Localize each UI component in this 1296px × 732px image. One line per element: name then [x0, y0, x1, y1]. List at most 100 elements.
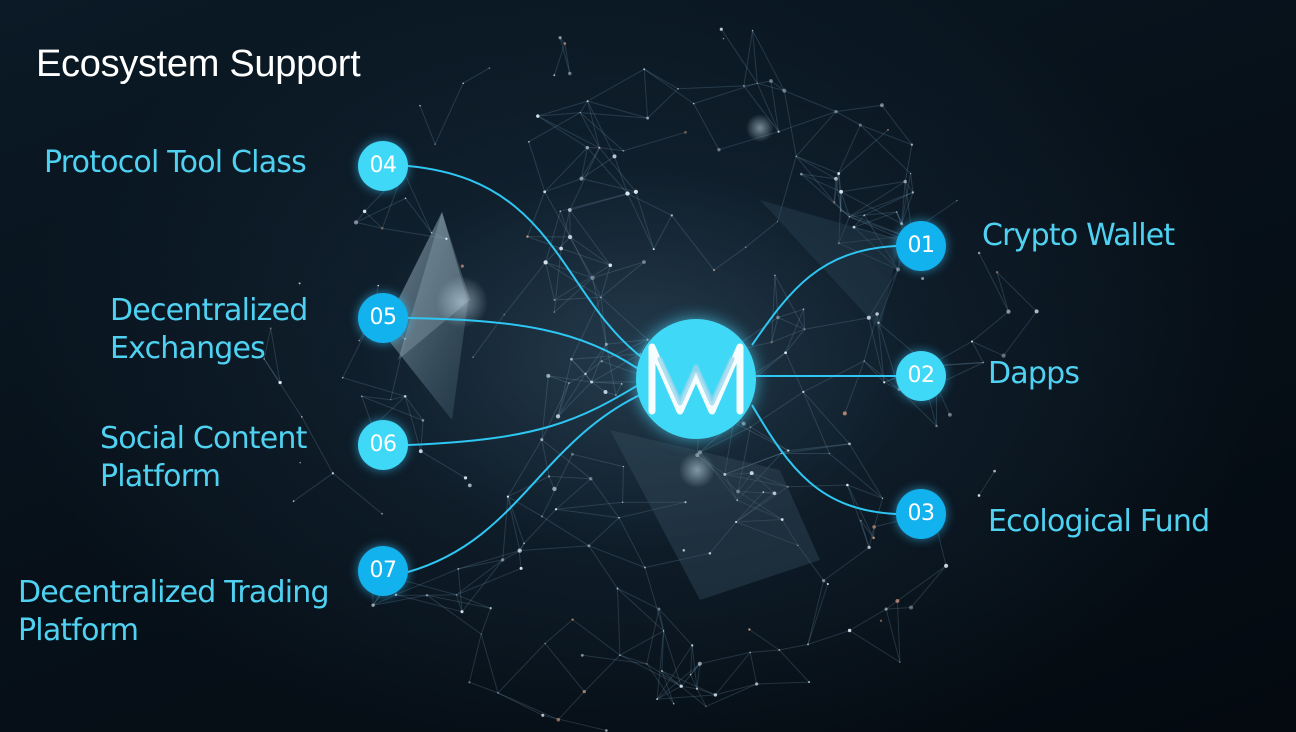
- mesh-line: [600, 261, 645, 298]
- mesh-line: [548, 375, 592, 383]
- mesh-line: [554, 264, 611, 301]
- star-dot: [956, 199, 958, 202]
- mesh-lines: [263, 28, 1038, 731]
- star-dot: [643, 566, 646, 569]
- star-dot: [769, 79, 773, 83]
- mesh-line: [788, 443, 850, 452]
- mesh-line: [507, 475, 550, 498]
- star-dot: [828, 452, 831, 455]
- star-dot: [590, 380, 594, 384]
- mesh-line: [661, 670, 716, 696]
- mesh-line: [571, 358, 586, 375]
- mesh-line: [472, 314, 505, 358]
- mesh-line: [627, 193, 673, 216]
- mesh-line: [661, 670, 707, 707]
- mesh-line: [849, 443, 884, 499]
- mesh-line: [777, 317, 805, 330]
- star-dot: [895, 598, 900, 603]
- mesh-line: [502, 496, 509, 560]
- mesh-line: [582, 654, 647, 665]
- mesh-line: [420, 420, 424, 452]
- mesh-line: [910, 565, 947, 608]
- star-dot: [875, 312, 879, 316]
- star-dot: [633, 189, 638, 194]
- mesh-line: [456, 559, 504, 596]
- mesh-line: [849, 181, 906, 218]
- mesh-line: [883, 381, 900, 390]
- mesh-line: [696, 688, 707, 707]
- mesh-line: [507, 496, 525, 544]
- mesh-line: [523, 508, 557, 544]
- star-dot: [619, 654, 621, 656]
- star-dot: [278, 380, 282, 385]
- mesh-line: [557, 382, 570, 417]
- node-label-social-content-platform: Social Content Platform: [100, 420, 307, 496]
- mesh-line: [971, 341, 984, 363]
- mesh-line: [853, 211, 897, 228]
- mesh-line: [777, 156, 797, 222]
- mesh-line: [833, 202, 850, 218]
- mesh-line: [774, 274, 805, 330]
- star-dot: [713, 693, 718, 697]
- mesh-line: [833, 178, 837, 203]
- mesh-line: [497, 692, 544, 716]
- mesh-line: [548, 476, 555, 490]
- star-dot: [834, 176, 838, 181]
- mesh-line: [544, 619, 573, 644]
- star-dot: [501, 558, 505, 562]
- mesh-line: [896, 600, 901, 663]
- link-hub-to-03: [751, 404, 897, 515]
- star-dot: [371, 603, 375, 607]
- mesh-line: [457, 568, 463, 612]
- star-dot: [780, 452, 782, 455]
- star-dot: [331, 472, 335, 475]
- star-dot: [553, 74, 556, 77]
- mesh-line: [656, 645, 693, 700]
- node-label-ecological-fund: Ecological Fund: [988, 503, 1210, 541]
- star-dot: [571, 618, 574, 621]
- mesh-line: [592, 261, 645, 279]
- node-label-protocol-tool-class: Protocol Tool Class: [44, 144, 307, 182]
- mesh-line: [619, 654, 682, 687]
- mesh-line: [751, 472, 788, 488]
- mesh-line: [752, 30, 785, 91]
- star-dot: [692, 102, 695, 105]
- mesh-line: [583, 654, 621, 692]
- mesh-line: [559, 211, 571, 238]
- mesh-line: [656, 663, 701, 700]
- star-dot: [802, 390, 805, 394]
- star-dot: [684, 501, 687, 504]
- star-dot: [679, 684, 683, 688]
- mesh-line: [801, 173, 836, 180]
- mesh-line: [263, 358, 281, 383]
- mesh-line: [783, 90, 797, 157]
- mesh-line: [403, 170, 432, 233]
- star-dot: [645, 663, 648, 665]
- star-dot: [895, 211, 898, 213]
- star-dot: [547, 475, 551, 478]
- mesh-line: [696, 688, 716, 696]
- mesh-line: [618, 517, 646, 568]
- star-dot: [971, 340, 973, 343]
- star-dot: [360, 395, 363, 398]
- star-dot: [795, 155, 798, 158]
- node-label-decentralized-trading-platform: Decentralized Trading Platform: [18, 574, 330, 650]
- star-dot: [756, 82, 758, 84]
- star-dot: [834, 109, 838, 114]
- mesh-line: [591, 381, 622, 385]
- mesh-line: [803, 309, 805, 330]
- mesh-line: [860, 520, 875, 539]
- mesh-line: [497, 643, 546, 694]
- star-dot: [657, 607, 661, 611]
- mesh-line: [878, 269, 899, 323]
- badge-05: 05: [358, 293, 408, 343]
- star-dot: [695, 453, 700, 458]
- mesh-line: [835, 104, 882, 113]
- star-dot: [618, 516, 620, 519]
- star-dot: [559, 246, 563, 251]
- mesh-line: [724, 472, 752, 475]
- star-dot: [553, 298, 556, 302]
- mesh-line: [763, 491, 775, 494]
- star-dot: [341, 376, 344, 379]
